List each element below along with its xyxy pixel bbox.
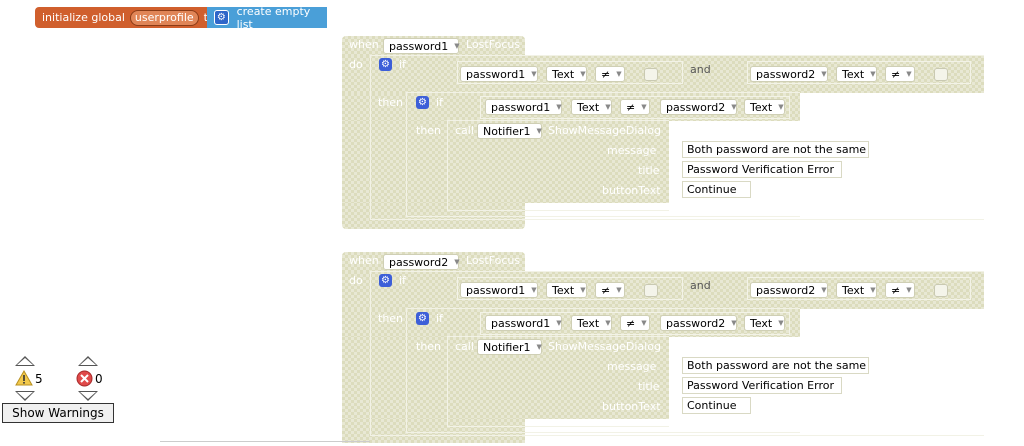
call-bg bbox=[342, 121, 669, 203]
then-label: then bbox=[378, 312, 404, 325]
workspace-divider bbox=[160, 441, 370, 442]
create-empty-list-block[interactable]: ⚙ create empty list bbox=[207, 4, 327, 31]
cond-right-operator-dropdown[interactable]: ≠▼ bbox=[885, 66, 915, 82]
do-frame bbox=[370, 55, 984, 220]
initialize-global-label: initialize global bbox=[42, 11, 125, 24]
then-frame bbox=[406, 308, 800, 433]
error-icon bbox=[76, 370, 93, 387]
error-prev-arrow-icon[interactable] bbox=[78, 356, 98, 366]
method-label: ShowMessageDialog bbox=[548, 340, 661, 353]
arg-message-label: message bbox=[607, 144, 657, 157]
if-mutator-gear-icon[interactable]: ⚙ bbox=[379, 58, 392, 71]
call-frame bbox=[447, 336, 669, 427]
variable-name-field[interactable]: userprofile bbox=[129, 9, 199, 26]
cond-right-property-dropdown[interactable]: Text▼ bbox=[836, 282, 877, 298]
inner-if-label: if bbox=[436, 96, 443, 109]
then-label: then bbox=[378, 96, 404, 109]
condition-left-slot bbox=[457, 61, 683, 84]
gear-icon[interactable]: ⚙ bbox=[214, 10, 229, 25]
when-label: when bbox=[349, 254, 379, 267]
message-string-block[interactable]: Both password are not the same bbox=[682, 357, 869, 374]
do-label: do bbox=[349, 58, 363, 71]
message-string-block[interactable]: Both password are not the same bbox=[682, 141, 869, 158]
arg-message-label: message bbox=[607, 360, 657, 373]
warning-next-arrow-icon[interactable] bbox=[15, 391, 35, 401]
buttontext-string-block[interactable]: Continue bbox=[682, 397, 751, 414]
cond-right-component-dropdown[interactable]: password2▼ bbox=[750, 66, 828, 82]
inner-prop2-dropdown[interactable]: Text▼ bbox=[744, 99, 785, 115]
inner-prop2-dropdown[interactable]: Text▼ bbox=[744, 315, 785, 331]
component-dropdown[interactable]: password2▼ bbox=[383, 254, 460, 270]
notifier-dropdown[interactable]: Notifier1▼ bbox=[477, 123, 542, 139]
then-frame bbox=[406, 92, 800, 217]
when-label: when bbox=[349, 38, 379, 51]
event-name-label: LostFocus bbox=[466, 38, 521, 51]
inner-if-label: if bbox=[436, 312, 443, 325]
inner-comp2-dropdown[interactable]: password2▼ bbox=[660, 99, 737, 115]
warning-count: 5 bbox=[35, 372, 43, 386]
notifier-dropdown[interactable]: Notifier1▼ bbox=[477, 339, 542, 355]
show-warnings-button[interactable]: Show Warnings bbox=[2, 403, 114, 423]
error-count: 0 bbox=[95, 372, 103, 386]
condition-left-slot bbox=[457, 277, 683, 300]
inner-comp1-dropdown[interactable]: password1▼ bbox=[485, 315, 562, 331]
cond-left-component-dropdown[interactable]: password1▼ bbox=[460, 282, 538, 298]
component-dropdown[interactable]: password1▼ bbox=[383, 38, 460, 54]
event-block-password1[interactable]: when password1▼ LostFocus do ⚙ if passwo… bbox=[342, 36, 984, 230]
cond-right-empty-string[interactable] bbox=[934, 284, 948, 297]
cond-left-empty-string[interactable] bbox=[644, 68, 658, 81]
inner-if-mutator-gear-icon[interactable]: ⚙ bbox=[416, 312, 429, 325]
inner-if-mutator-gear-icon[interactable]: ⚙ bbox=[416, 96, 429, 109]
if-label: if bbox=[399, 58, 406, 71]
initialize-global-block[interactable]: initialize global userprofile to bbox=[35, 7, 223, 28]
arg-buttontext-label: buttonText bbox=[602, 400, 661, 413]
arg-title-label: title bbox=[638, 380, 660, 393]
arg-buttontext-label: buttonText bbox=[602, 184, 661, 197]
condition-right-slot bbox=[747, 277, 971, 300]
if-label: if bbox=[399, 274, 406, 287]
do-label: do bbox=[349, 274, 363, 287]
method-label: ShowMessageDialog bbox=[548, 124, 661, 137]
error-next-arrow-icon[interactable] bbox=[78, 391, 98, 401]
cond-left-property-dropdown[interactable]: Text▼ bbox=[546, 282, 587, 298]
inner-then-label: then bbox=[416, 124, 442, 137]
cond-left-empty-string[interactable] bbox=[644, 284, 658, 297]
inner-operator-dropdown[interactable]: ≠▼ bbox=[620, 99, 650, 115]
cond-right-component-dropdown[interactable]: password2▼ bbox=[750, 282, 828, 298]
title-string-block[interactable]: Password Verification Error bbox=[682, 377, 842, 394]
call-label: call bbox=[455, 340, 474, 353]
cond-right-operator-dropdown[interactable]: ≠▼ bbox=[885, 282, 915, 298]
inner-prop1-dropdown[interactable]: Text▼ bbox=[571, 99, 612, 115]
cond-right-property-dropdown[interactable]: Text▼ bbox=[836, 66, 877, 82]
inner-comp1-dropdown[interactable]: password1▼ bbox=[485, 99, 562, 115]
warning-icon bbox=[15, 370, 33, 386]
inner-condition-slot bbox=[480, 312, 790, 335]
warning-prev-arrow-icon[interactable] bbox=[15, 356, 35, 366]
cond-left-component-dropdown[interactable]: password1▼ bbox=[460, 66, 538, 82]
condition-right-slot bbox=[747, 61, 971, 84]
cond-left-operator-dropdown[interactable]: ≠▼ bbox=[595, 66, 625, 82]
call-label: call bbox=[455, 124, 474, 137]
cond-right-empty-string[interactable] bbox=[934, 68, 948, 81]
and-label: and bbox=[690, 279, 711, 292]
title-string-block[interactable]: Password Verification Error bbox=[682, 161, 842, 178]
arg-title-label: title bbox=[638, 164, 660, 177]
inner-comp2-dropdown[interactable]: password2▼ bbox=[660, 315, 737, 331]
event-block-password2[interactable]: when password2▼ LostFocus do ⚙ if passwo… bbox=[342, 252, 984, 446]
call-frame bbox=[447, 120, 669, 211]
cond-left-operator-dropdown[interactable]: ≠▼ bbox=[595, 282, 625, 298]
create-empty-list-label: create empty list bbox=[236, 4, 311, 31]
event-name-label: LostFocus bbox=[466, 254, 521, 267]
inner-prop1-dropdown[interactable]: Text▼ bbox=[571, 315, 612, 331]
buttontext-string-block[interactable]: Continue bbox=[682, 181, 751, 198]
cond-left-property-dropdown[interactable]: Text▼ bbox=[546, 66, 587, 82]
event-footer bbox=[342, 419, 525, 443]
if-mutator-gear-icon[interactable]: ⚙ bbox=[379, 274, 392, 287]
inner-then-label: then bbox=[416, 340, 442, 353]
inner-operator-dropdown[interactable]: ≠▼ bbox=[620, 315, 650, 331]
inner-condition-slot bbox=[480, 96, 790, 119]
and-label: and bbox=[690, 63, 711, 76]
do-frame bbox=[370, 271, 984, 436]
